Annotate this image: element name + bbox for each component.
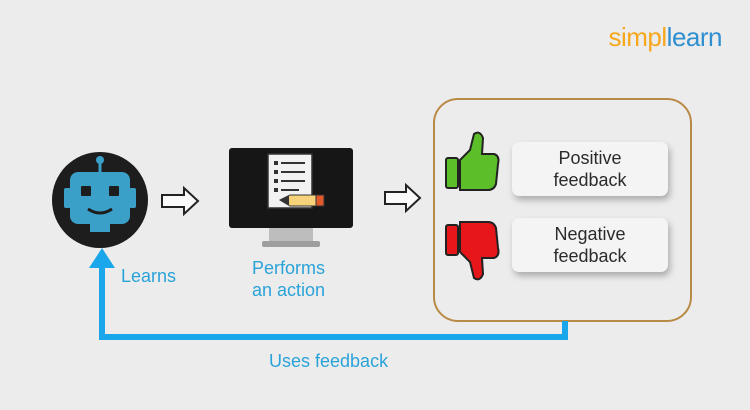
feedback-box — [433, 98, 692, 322]
thumbs-down-icon — [445, 221, 500, 281]
uses-feedback-label: Uses feedback — [269, 351, 389, 371]
positive-feedback-card: Positive feedback — [512, 142, 668, 196]
performs-action-label: Performs an action — [252, 258, 326, 300]
arrow-right-icon — [384, 182, 422, 214]
pencil-icon — [278, 194, 325, 207]
robot-icon — [52, 152, 148, 248]
feedback-loop-arrow — [89, 248, 568, 340]
thumbs-up-icon — [445, 131, 500, 191]
learns-label: Learns — [121, 266, 177, 286]
monitor-icon — [229, 148, 353, 247]
arrow-right-icon — [161, 185, 200, 217]
negative-feedback-card: Negative feedback — [512, 218, 668, 272]
